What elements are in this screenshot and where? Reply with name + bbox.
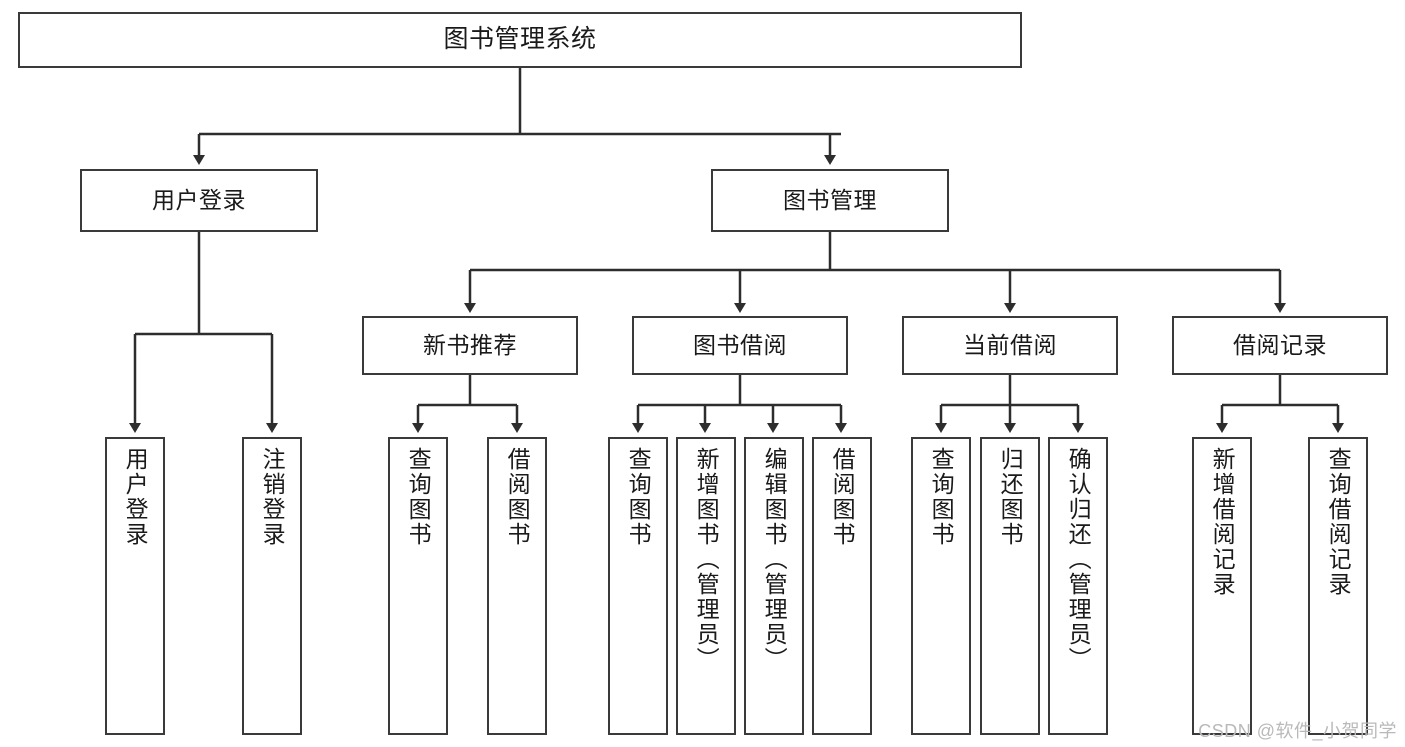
node-current-borrow[interactable]: 当前借阅 — [902, 316, 1118, 375]
leaf-user-login-login[interactable]: 用户登录 — [105, 437, 165, 735]
node-label: 借阅图书 — [829, 447, 856, 547]
node-new-book-recommend[interactable]: 新书推荐 — [362, 316, 578, 375]
node-book-management[interactable]: 图书管理 — [711, 169, 949, 232]
node-label: 编辑图书（管理员） — [761, 447, 788, 672]
leaf-borrow-borrow-book[interactable]: 借阅图书 — [812, 437, 872, 735]
node-label: 用户登录 — [152, 186, 246, 213]
leaf-current-query-book[interactable]: 查询图书 — [911, 437, 971, 735]
node-label: 新书推荐 — [423, 331, 517, 358]
node-label: 归还图书 — [997, 447, 1024, 547]
leaf-recommend-borrow-book[interactable]: 借阅图书 — [487, 437, 547, 735]
node-label: 查询借阅记录 — [1325, 447, 1352, 597]
node-book-borrow[interactable]: 图书借阅 — [632, 316, 848, 375]
node-label: 新增借阅记录 — [1209, 447, 1236, 597]
leaf-borrow-add-book-admin[interactable]: 新增图书（管理员） — [676, 437, 736, 735]
leaf-user-login-logout[interactable]: 注销登录 — [242, 437, 302, 735]
node-label: 注销登录 — [259, 447, 286, 547]
node-label: 查询图书 — [625, 447, 652, 547]
node-label: 图书借阅 — [693, 331, 787, 358]
node-label: 图书管理 — [783, 186, 877, 213]
leaf-record-query-record[interactable]: 查询借阅记录 — [1308, 437, 1368, 735]
node-label: 查询图书 — [928, 447, 955, 547]
leaf-borrow-query-book[interactable]: 查询图书 — [608, 437, 668, 735]
node-label: 查询图书 — [405, 447, 432, 547]
node-label: 当前借阅 — [963, 331, 1057, 358]
node-label: 新增图书（管理员） — [693, 447, 720, 672]
node-label: 用户登录 — [122, 447, 149, 547]
csdn-watermark: CSDN @软件_小贺同学 — [1198, 721, 1397, 741]
leaf-current-return-book[interactable]: 归还图书 — [980, 437, 1040, 735]
leaf-recommend-query-book[interactable]: 查询图书 — [388, 437, 448, 735]
node-label: 借阅图书 — [504, 447, 531, 547]
node-borrow-record[interactable]: 借阅记录 — [1172, 316, 1388, 375]
node-label: 图书管理系统 — [443, 25, 597, 54]
node-label: 确认归还（管理员） — [1065, 447, 1092, 672]
node-root-book-management-system[interactable]: 图书管理系统 — [18, 12, 1022, 68]
leaf-record-add-record[interactable]: 新增借阅记录 — [1192, 437, 1252, 735]
leaf-borrow-edit-book-admin[interactable]: 编辑图书（管理员） — [744, 437, 804, 735]
leaf-current-confirm-return-admin[interactable]: 确认归还（管理员） — [1048, 437, 1108, 735]
node-user-login[interactable]: 用户登录 — [80, 169, 318, 232]
node-label: 借阅记录 — [1233, 331, 1327, 358]
